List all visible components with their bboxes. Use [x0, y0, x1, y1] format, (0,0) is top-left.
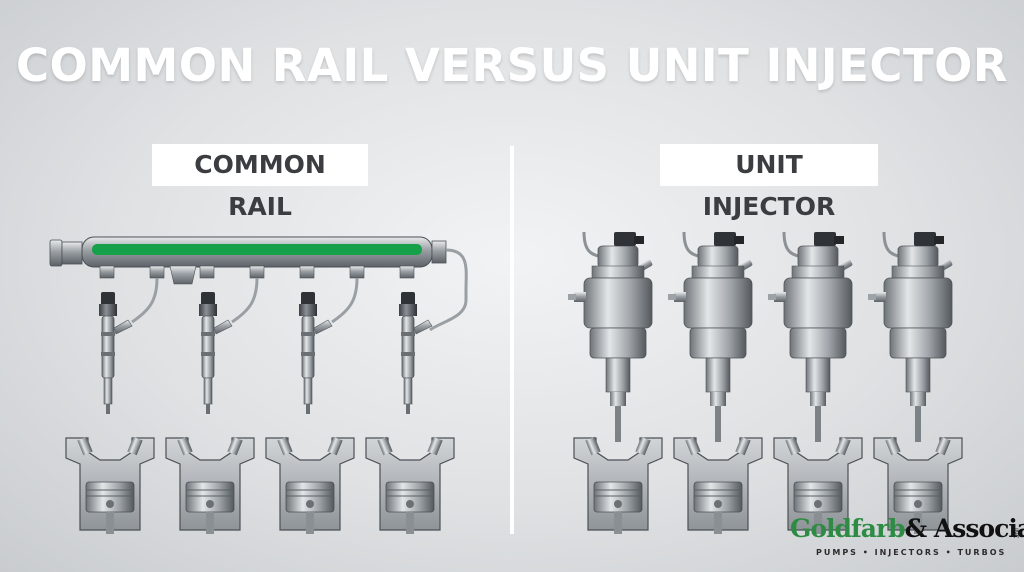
company-logo: Goldfarb& Associates INC PUMPS • INJECTO…	[790, 514, 1024, 570]
logo-name-part2: & Associates	[904, 514, 1024, 543]
logo-tagline: PUMPS • INJECTORS • TURBOS	[816, 548, 1007, 557]
logo-suffix: INC	[1012, 528, 1019, 539]
panel-divider	[510, 146, 514, 534]
common-rail-tube	[49, 236, 468, 332]
unit-injector-label: UNIT INJECTOR	[660, 144, 878, 221]
logo-wordmark: Goldfarb& Associates	[790, 514, 1024, 543]
common-rail-injectors	[98, 291, 433, 415]
common-rail-label: COMMON RAIL	[152, 144, 368, 221]
page-title: COMMON RAIL VERSUS UNIT INJECTOR	[15, 39, 1009, 92]
logo-name-part1: Goldfarb	[790, 514, 906, 543]
unit-injectors	[566, 230, 955, 444]
